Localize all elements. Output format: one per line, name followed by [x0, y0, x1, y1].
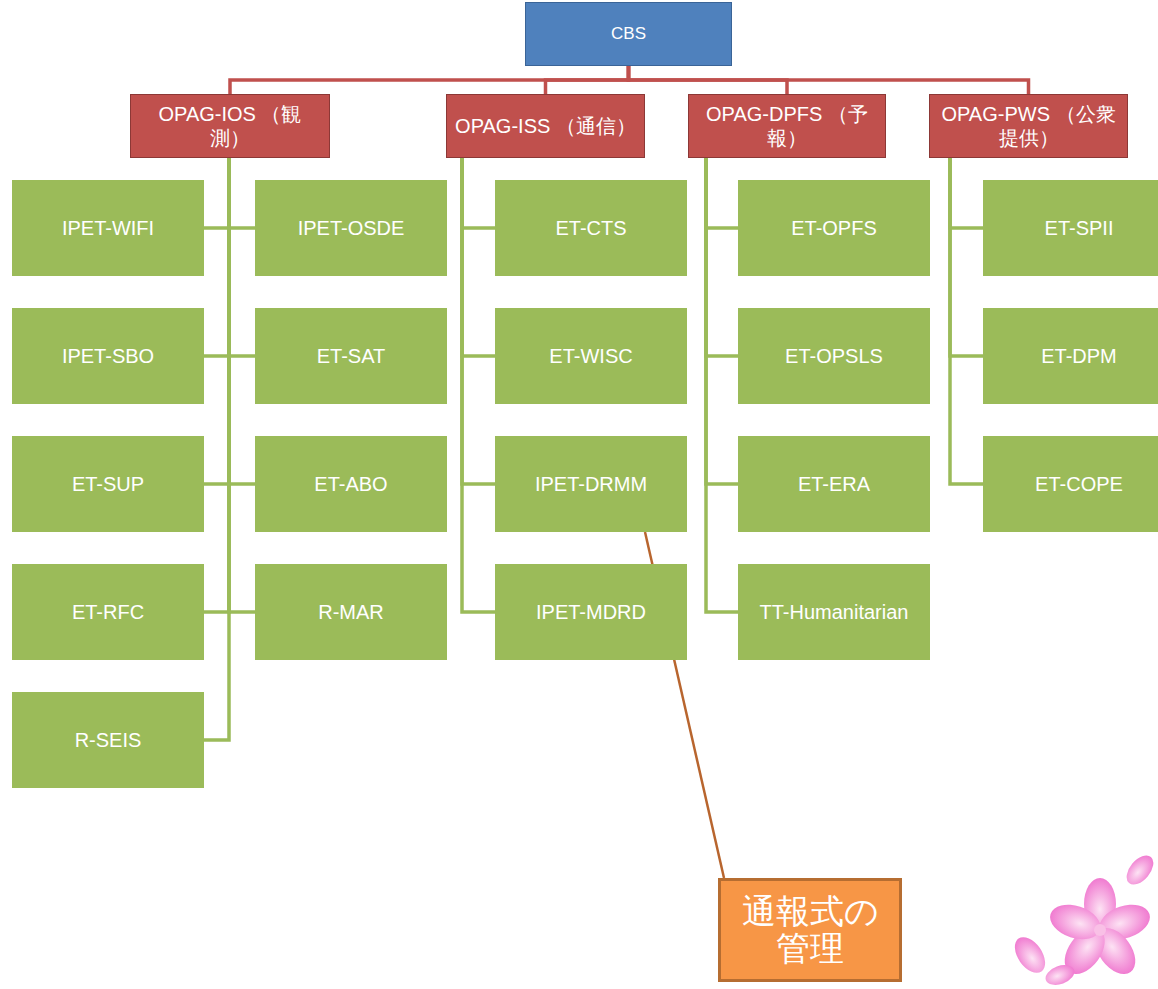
team-box: R-SEIS	[12, 692, 204, 788]
box-label: R-MAR	[318, 600, 384, 624]
box-label: ET-CTS	[555, 216, 626, 240]
team-box: IPET-OSDE	[255, 180, 447, 276]
box-label: IPET-SBO	[62, 344, 154, 368]
tree-connector	[462, 158, 495, 612]
tree-connector	[204, 158, 229, 356]
team-box: ET-ABO	[255, 436, 447, 532]
team-box: ET-OPFS	[738, 180, 930, 276]
box-label: ET-ABO	[314, 472, 387, 496]
team-box: ET-COPE	[983, 436, 1158, 532]
tree-connector	[706, 158, 738, 612]
root-box: CBS	[525, 2, 732, 66]
tree-connector	[229, 158, 255, 484]
box-label: OPAG-IOS （観測）	[139, 102, 321, 150]
box-label: ET-SUP	[72, 472, 144, 496]
tree-connector	[204, 158, 229, 228]
tree-connector	[462, 158, 495, 484]
tree-connector	[629, 66, 1029, 94]
box-label: ET-DPM	[1041, 344, 1117, 368]
box-label: ET-WISC	[549, 344, 632, 368]
tree-connector	[229, 158, 255, 228]
box-label: ET-ERA	[798, 472, 870, 496]
tree-connector	[950, 158, 983, 356]
team-box: ET-SPII	[983, 180, 1158, 276]
box-label: ET-SPII	[1045, 216, 1114, 240]
group-box: OPAG-IOS （観測）	[130, 94, 330, 158]
team-box: ET-DPM	[983, 308, 1158, 404]
team-box: ET-RFC	[12, 564, 204, 660]
tree-connector	[706, 158, 738, 356]
tree-connector	[229, 158, 255, 356]
tree-connector	[204, 158, 229, 740]
box-label: IPET-MDRD	[536, 600, 646, 624]
team-box: IPET-MDRD	[495, 564, 687, 660]
team-box: ET-WISC	[495, 308, 687, 404]
team-box: IPET-SBO	[12, 308, 204, 404]
box-label: ET-OPFS	[791, 216, 877, 240]
callout-box: 通報式の管理	[718, 878, 902, 982]
box-label: R-SEIS	[75, 728, 142, 752]
team-box: IPET-DRMM	[495, 436, 687, 532]
box-label: ET-OPSLS	[785, 344, 883, 368]
tree-connector	[230, 66, 629, 94]
box-label: CBS	[611, 24, 646, 44]
group-box: OPAG-PWS （公衆提供）	[929, 94, 1128, 158]
tree-connector	[950, 158, 983, 484]
group-box: OPAG-ISS （通信）	[446, 94, 645, 158]
team-box: ET-OPSLS	[738, 308, 930, 404]
team-box: IPET-WIFI	[12, 180, 204, 276]
box-label: IPET-DRMM	[535, 472, 647, 496]
box-label: ET-RFC	[72, 600, 144, 624]
team-box: ET-SAT	[255, 308, 447, 404]
box-label: ET-SAT	[317, 344, 386, 368]
team-box: ET-SUP	[12, 436, 204, 532]
box-label: OPAG-DPFS （予報）	[697, 102, 877, 150]
box-label: ET-COPE	[1035, 472, 1123, 496]
tree-connector	[204, 158, 229, 484]
box-label: OPAG-PWS （公衆提供）	[938, 102, 1119, 150]
team-box: ET-CTS	[495, 180, 687, 276]
box-label: OPAG-ISS （通信）	[455, 114, 636, 138]
tree-connector	[204, 158, 229, 612]
tree-connector	[229, 158, 255, 612]
box-label: TT-Humanitarian	[760, 600, 909, 624]
tree-connector	[546, 66, 629, 94]
tree-connector	[706, 158, 738, 228]
team-box: ET-ERA	[738, 436, 930, 532]
sakura-petals	[1009, 851, 1158, 989]
tree-connector	[950, 158, 983, 228]
group-box: OPAG-DPFS （予報）	[688, 94, 886, 158]
tree-connector	[462, 158, 495, 356]
box-label: IPET-OSDE	[298, 216, 405, 240]
callout-text: 通報式の管理	[731, 893, 889, 968]
tree-connector	[706, 158, 738, 484]
box-label: IPET-WIFI	[62, 216, 154, 240]
team-box: TT-Humanitarian	[738, 564, 930, 660]
team-box: R-MAR	[255, 564, 447, 660]
tree-connector	[462, 158, 495, 228]
